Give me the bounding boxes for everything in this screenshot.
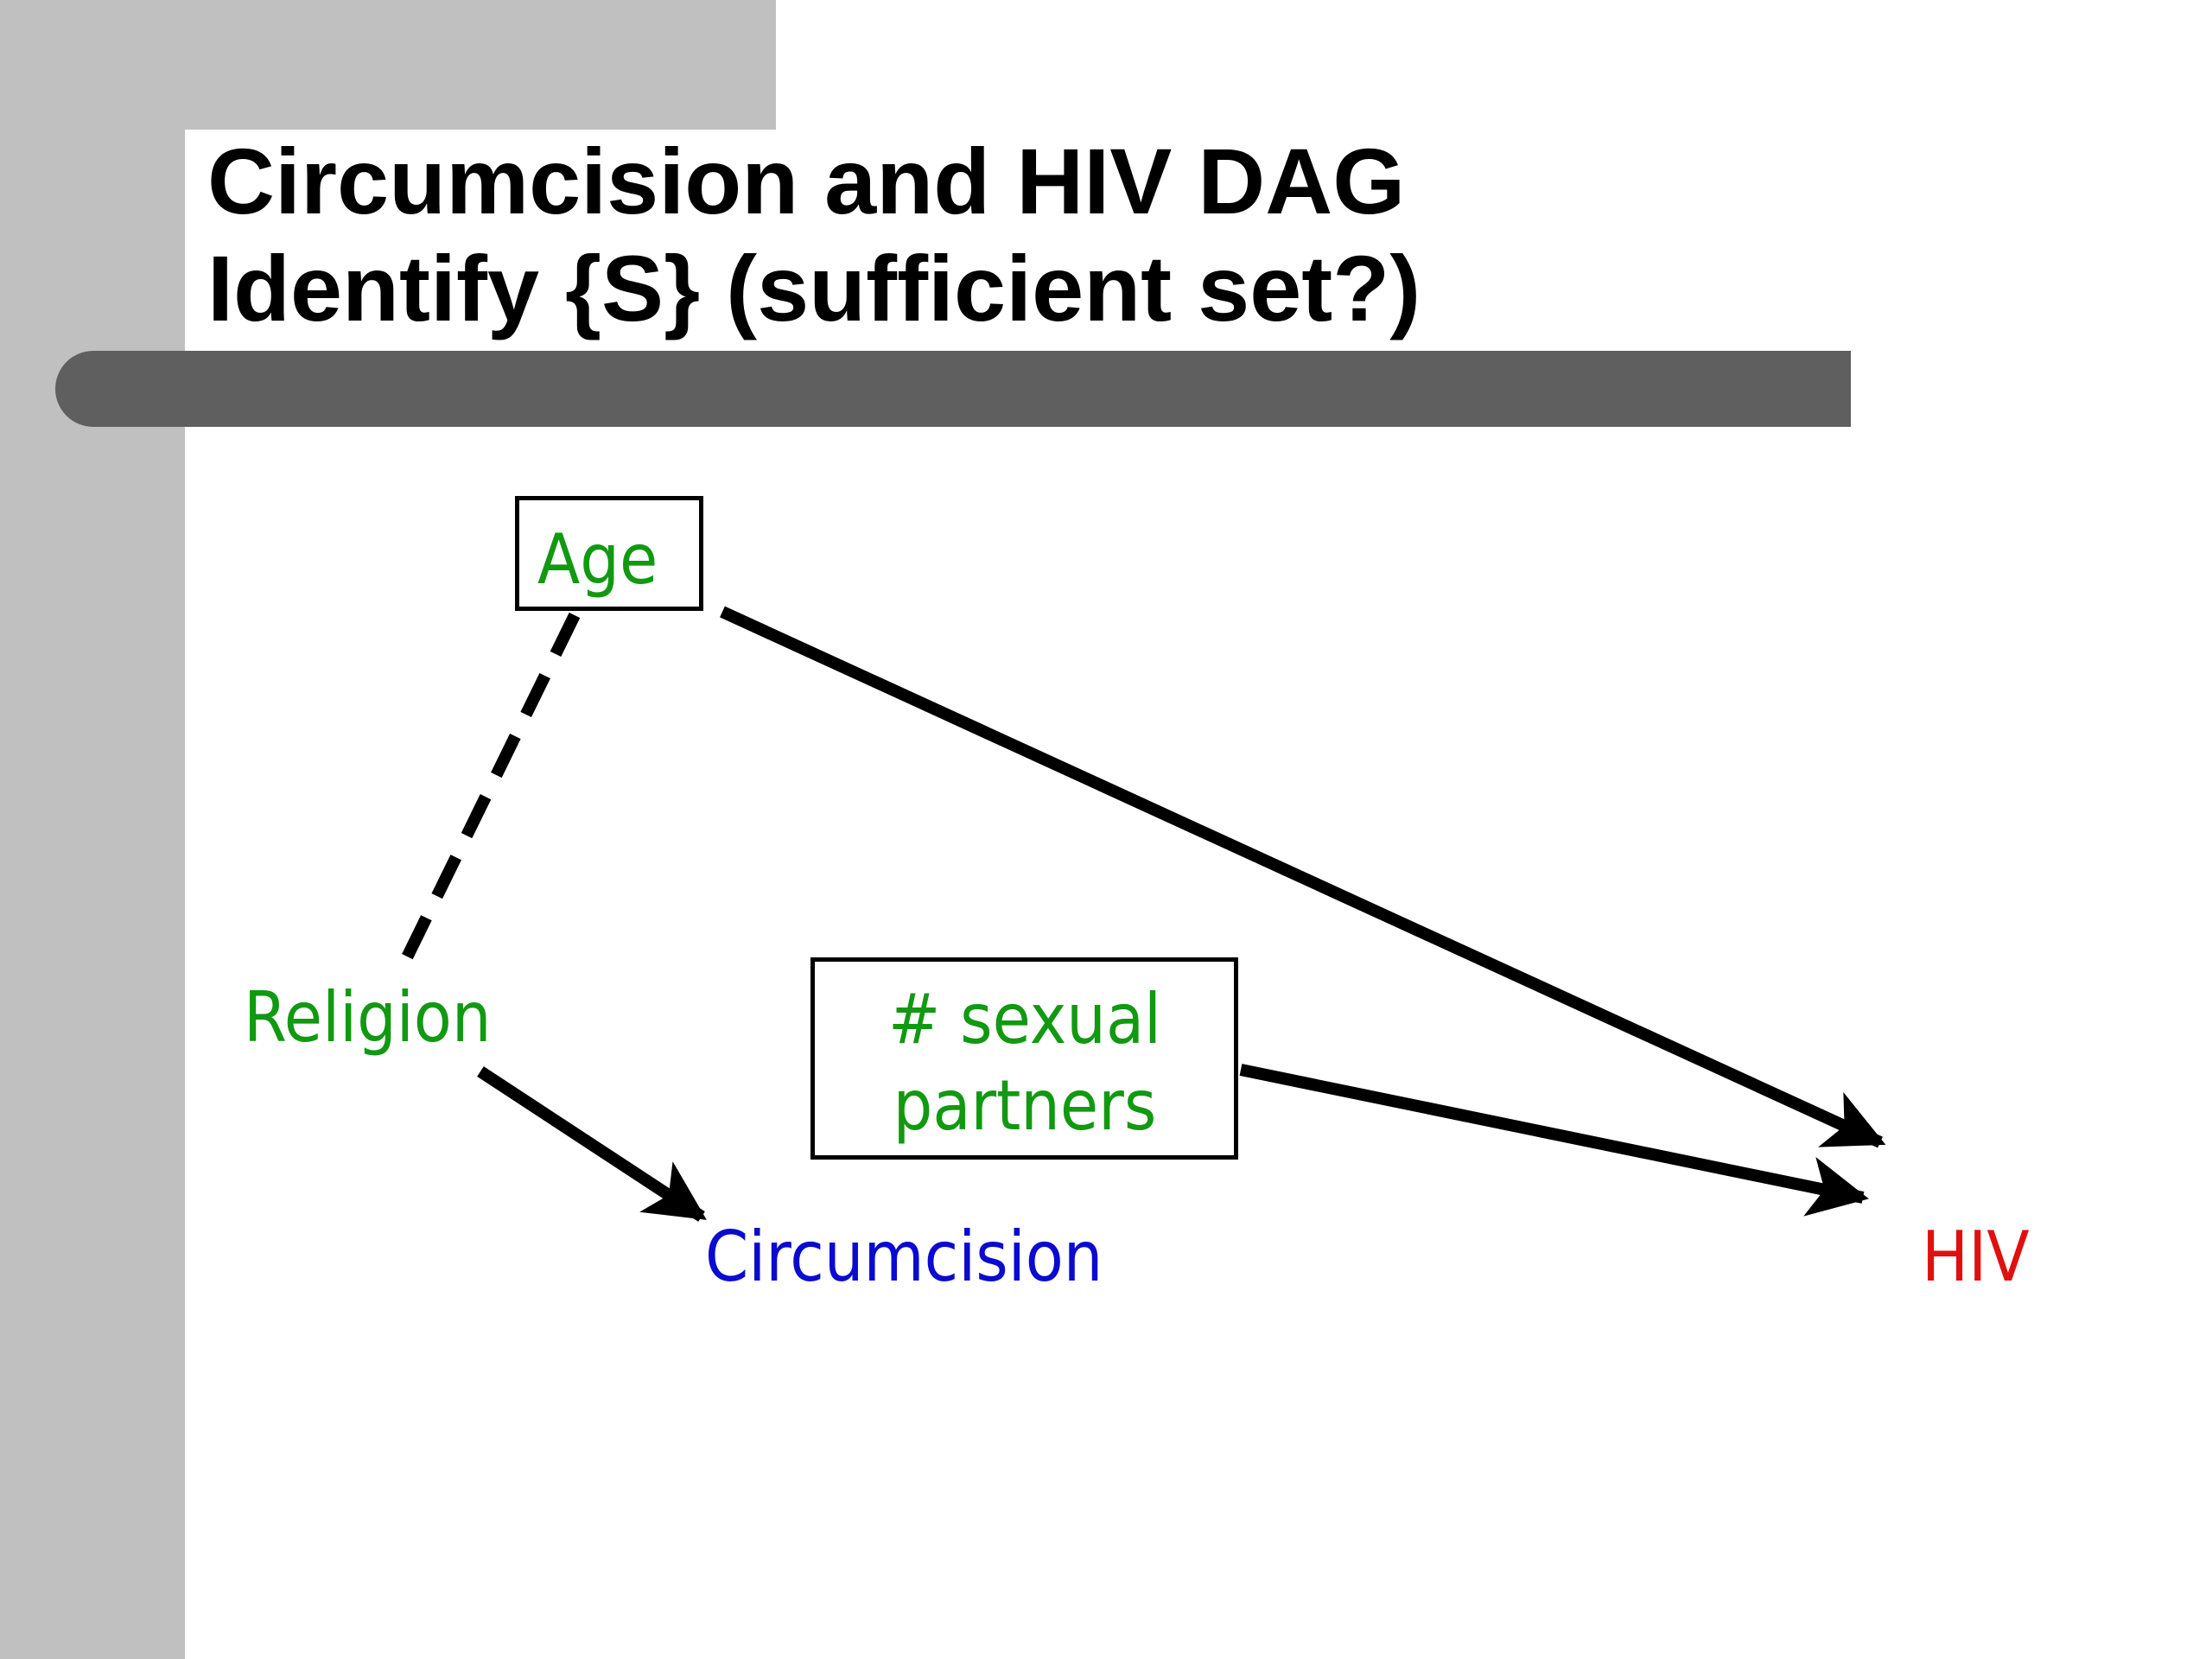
slide-title-line-2: Identify {S} (sufficient set?) [207, 236, 1421, 340]
left-decorative-bar [0, 0, 185, 1659]
top-decorative-bar [0, 0, 776, 130]
slide-title-line-1: Circumcision and HIV DAG [207, 129, 1406, 233]
sexual-partners-node: # sexual partners [888, 976, 1161, 1149]
title-divider-bar [55, 351, 1851, 427]
hiv-node: HIV [1922, 1217, 2030, 1297]
sexual-partners-label-line-1: # sexual [887, 979, 1162, 1059]
sexual-partners-label-line-2: partners [893, 1065, 1157, 1146]
slide-title: Circumcision and HIV DAG Identify {S} (s… [207, 128, 1421, 342]
age-node: Age [537, 519, 658, 600]
religion-node: Religion [244, 977, 492, 1058]
edge-age-religion [400, 612, 581, 963]
edge-age-hiv [720, 606, 1886, 1148]
title-panel [185, 130, 1576, 351]
edge-partners-hiv [1239, 1064, 1869, 1217]
age-node-box [515, 496, 703, 611]
edge-religion-circumcision [477, 1066, 707, 1222]
sexual-partners-node-box [810, 957, 1238, 1160]
circumcision-node: Circumcision [705, 1217, 1103, 1297]
